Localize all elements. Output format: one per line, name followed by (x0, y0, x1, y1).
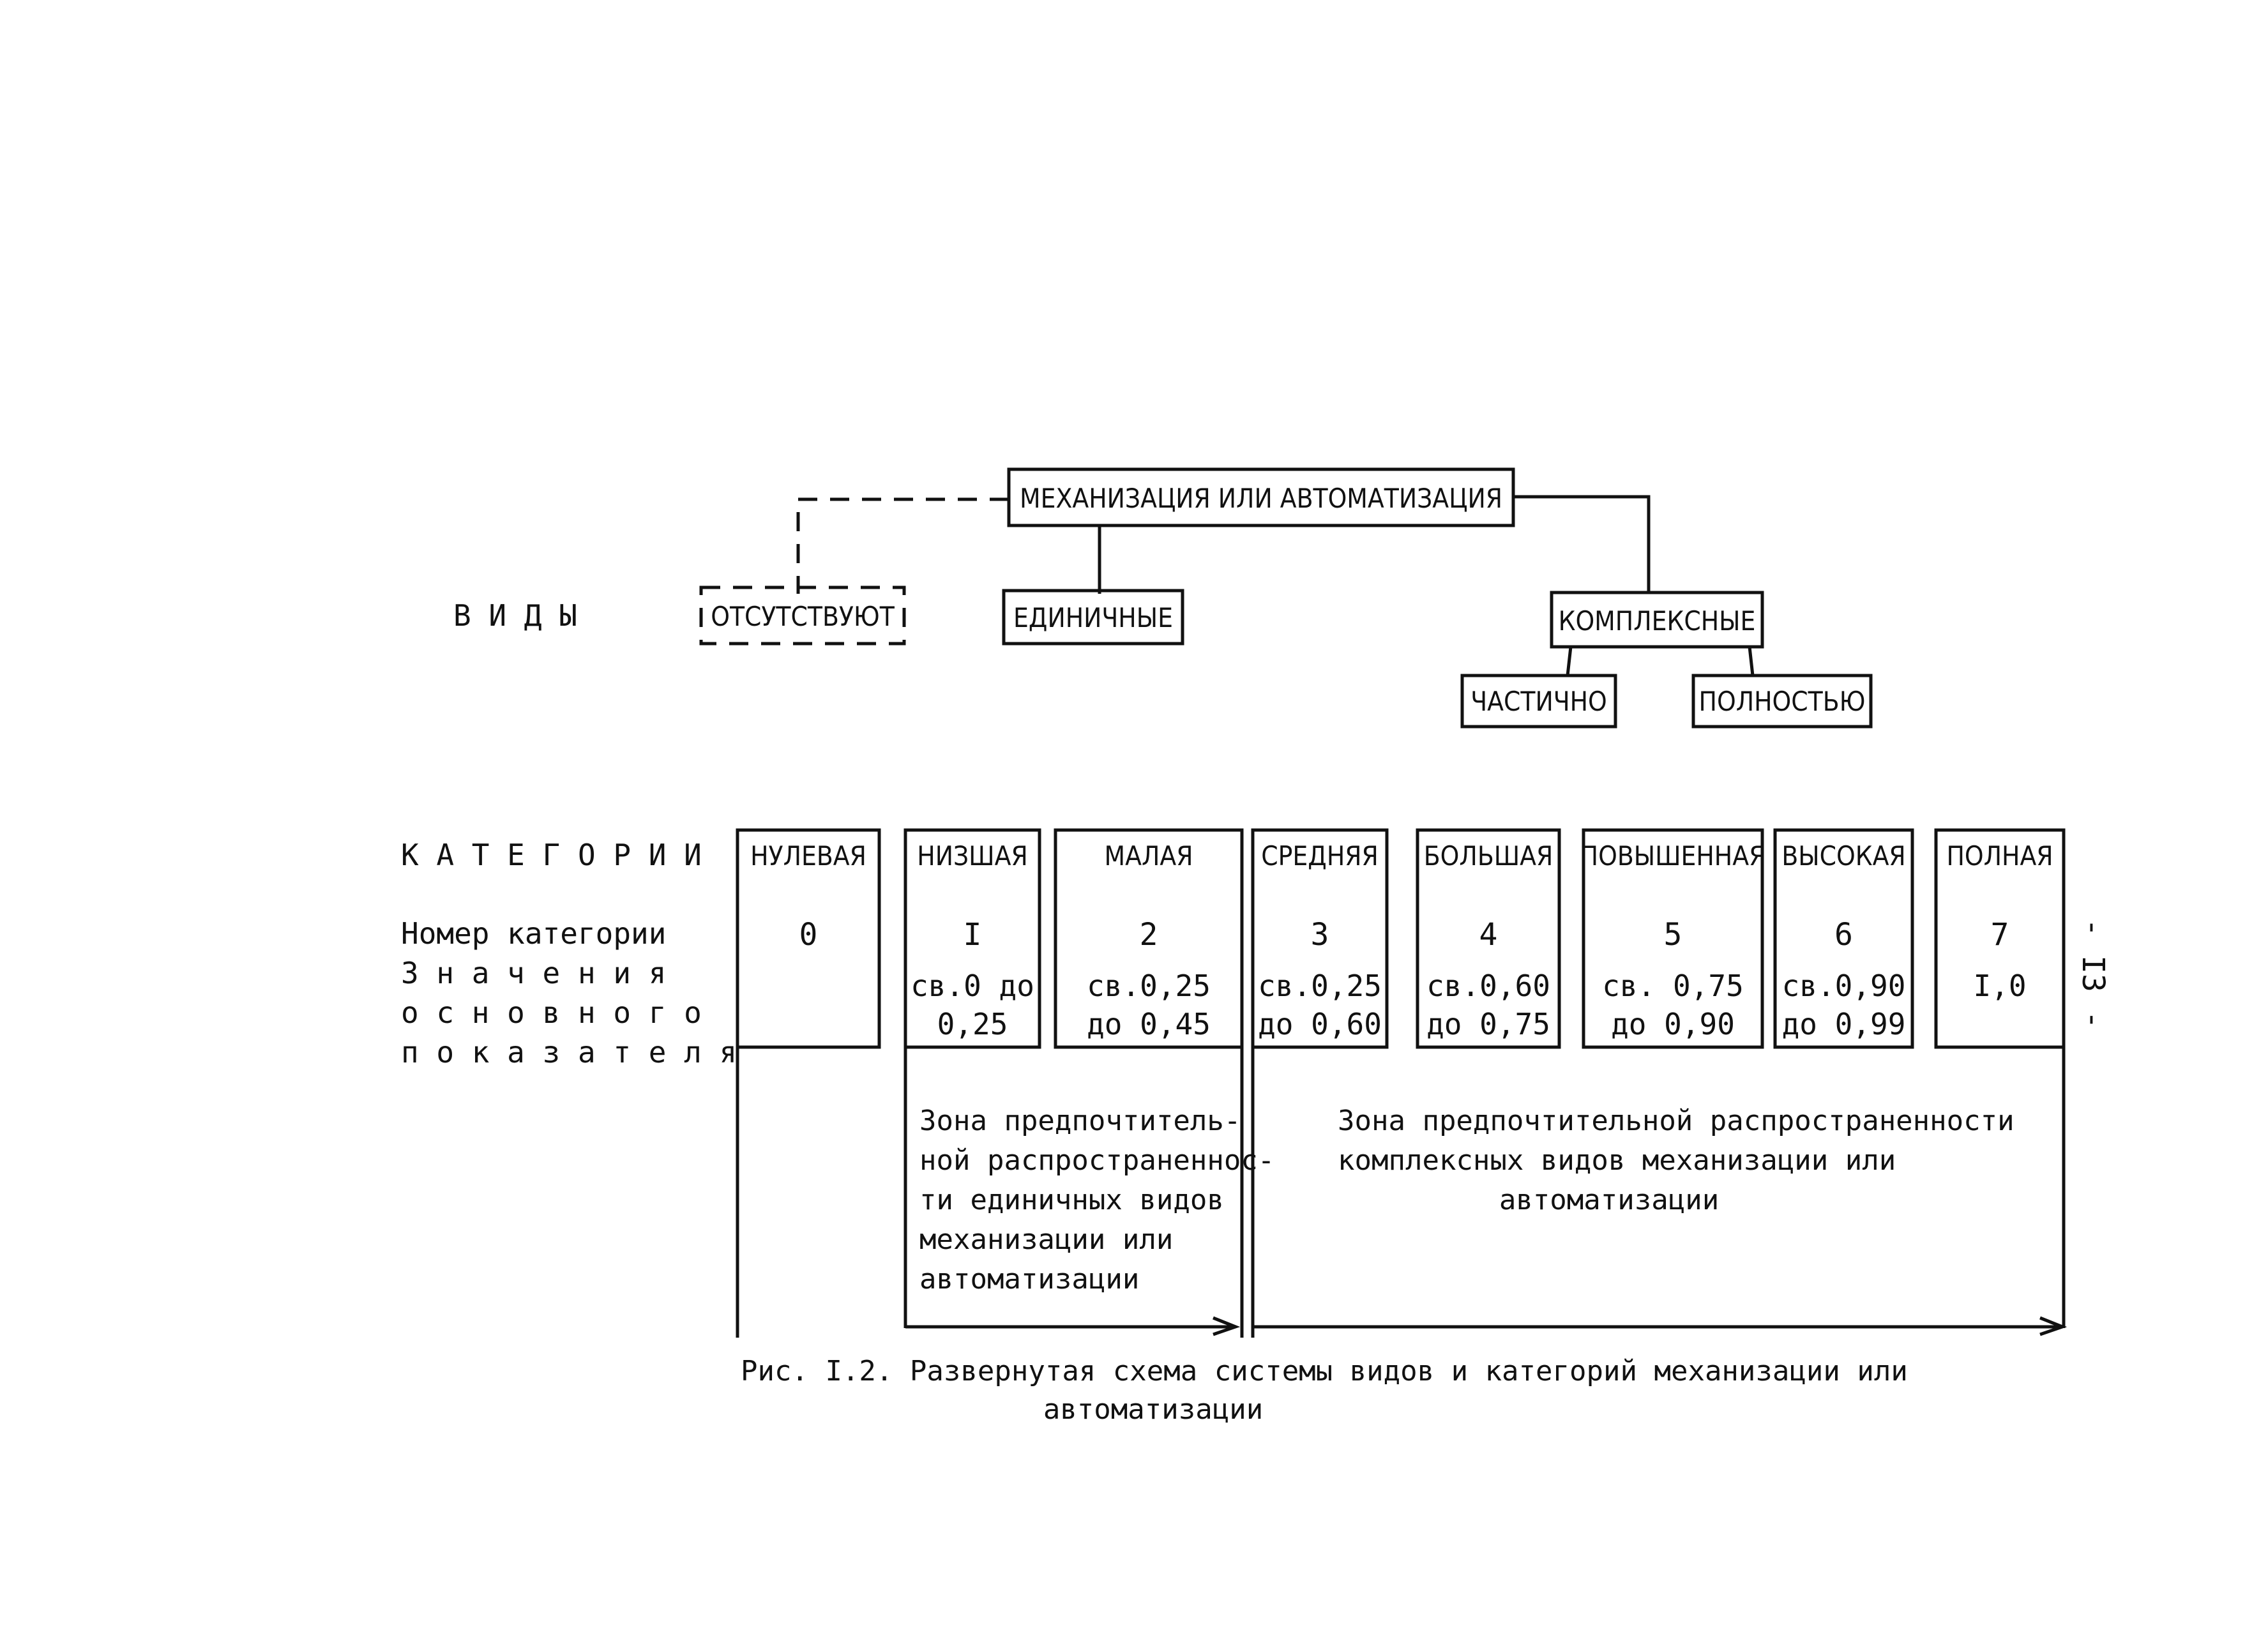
zone-complex-text: Зона предпочтительной распространенности… (1338, 1105, 2015, 1216)
category-number: 2 (1140, 917, 1158, 953)
category-box (903, 828, 1041, 1049)
partial-box (1460, 674, 1617, 729)
single-box (1002, 589, 1184, 646)
complex-label: КОМПЛЕКСНЫЕ (1559, 605, 1756, 637)
zone-complex-arrowhead (2039, 1316, 2068, 1336)
category-name: СРЕДНЯЯ (1261, 840, 1379, 872)
category-value-to: 0,25 (937, 1007, 1008, 1041)
zone-single-text: Зона предпочтитель- ной распространеннос… (919, 1105, 1274, 1296)
full-label: ПОЛНОСТЬЮ (1699, 686, 1866, 717)
complex-box (1550, 591, 1764, 649)
zone-single-line: Зона предпочтитель- (919, 1105, 1241, 1137)
category-number: I (964, 917, 982, 953)
category-name: НУЛЕВАЯ (750, 840, 866, 872)
category-value-from: св.0 до (911, 969, 1034, 1003)
category-name: ПОЛНАЯ (1946, 840, 2053, 872)
category-column: НИЗШАЯ Iсв.0 до 0,25 (903, 828, 1041, 1049)
category-value-from: св.0,60 (1426, 969, 1550, 1003)
category-value-from: I,0 (1973, 969, 2026, 1003)
zone-complex-line: автоматизации (1499, 1184, 1719, 1216)
category-box (1251, 828, 1389, 1049)
category-column: МАЛАЯ 2 св.0,25 до 0,45 (1054, 828, 1244, 1049)
connector-complex (1513, 495, 1651, 594)
category-box (1582, 828, 1764, 1049)
category-name: ПОВЫШЕННАЯ (1580, 840, 1766, 872)
category-value-to: до 0,60 (1258, 1007, 1382, 1041)
category-column: ПОВЫШЕННАЯ 5 св. 0,75 до 0,90 (1580, 828, 1766, 1049)
category-value-to: до 0,90 (1611, 1007, 1735, 1041)
values-label-3: п о к а з а т е л я (401, 1035, 737, 1069)
category-box (1054, 828, 1244, 1049)
category-columns: НУЛЕВАЯ 0 НИЗШАЯ Iсв.0 до 0,25 МАЛАЯ 2 св.0,25 д… (736, 828, 2066, 1049)
category-name: ВЫСОКАЯ (1781, 840, 1905, 872)
single-label: ЕДИНИЧНЫЕ (1013, 602, 1173, 633)
connector-absent (796, 497, 1009, 594)
category-name: МАЛАЯ (1105, 840, 1193, 872)
figure-caption-line2: автоматизации (1043, 1393, 1263, 1426)
zone-single-arrowhead (1213, 1316, 1241, 1336)
category-value-from: св. 0,75 (1602, 969, 1744, 1003)
category-column: ВЫСОКАЯ 6 св.0,90 до 0,99 (1773, 828, 1914, 1049)
categories-label: К А Т Е Г О Р И И (401, 838, 702, 872)
kinds-label: В И Д Ы (453, 598, 577, 633)
category-box (1934, 828, 2066, 1049)
category-box (1773, 828, 1914, 1049)
figure-caption-line1: Рис. I.2. Развернутая схема системы видо… (741, 1355, 1908, 1387)
page-number: - I3 - (2075, 918, 2111, 1029)
category-number: 7 (1991, 917, 2009, 953)
category-number: 6 (1834, 917, 1853, 953)
category-number: 5 (1664, 917, 1682, 953)
zone-single-line: ной распространеннос- (919, 1144, 1274, 1177)
full-box (1691, 674, 1873, 729)
category-number: 0 (799, 917, 818, 953)
category-value-to: до 0,99 (1782, 1007, 1906, 1041)
partial-label: ЧАСТИЧНО (1470, 686, 1607, 717)
category-number: 3 (1311, 917, 1329, 953)
absent-box (699, 586, 906, 646)
zone-single-line: механизации или (919, 1223, 1173, 1256)
category-column: СРЕДНЯЯ 3 св.0,25 до 0,60 (1251, 828, 1389, 1049)
category-name: БОЛЬШАЯ (1424, 840, 1554, 872)
category-value-from: св.0,25 (1087, 969, 1211, 1003)
zone-complex-line: комплексных видов механизации или (1338, 1144, 1896, 1177)
category-value-to: до 0,45 (1087, 1007, 1211, 1041)
category-box (1416, 828, 1561, 1049)
connector-full (1748, 646, 1755, 676)
zone-single-line: ти единичных видов (919, 1184, 1224, 1216)
category-value-to: до 0,75 (1426, 1007, 1550, 1041)
category-box (736, 828, 881, 1049)
absent-label: ОТСУТСТВУЮТ (711, 601, 895, 632)
zone-single-line: автоматизации (919, 1263, 1139, 1296)
category-number: 4 (1479, 917, 1498, 953)
values-label-2: о с н о в н о г о (401, 995, 702, 1030)
root-label: МЕХАНИЗАЦИЯ ИЛИ АВТОМАТИЗАЦИЯ (1020, 483, 1502, 514)
zone-complex-line: Зона предпочтительной распространенности (1338, 1105, 2015, 1137)
number-label: Номер категории (401, 916, 666, 951)
category-value-from: св.0,25 (1258, 969, 1382, 1003)
category-name: НИЗШАЯ (917, 840, 1027, 872)
category-column: НУЛЕВАЯ 0 (736, 828, 881, 1049)
category-value-from: св.0,90 (1782, 969, 1906, 1003)
values-label-1: З н а ч е н и я (401, 956, 666, 990)
category-column: БОЛЬШАЯ 4 св.0,60 до 0,75 (1416, 828, 1561, 1049)
connector-partial (1566, 646, 1573, 676)
category-column: ПОЛНАЯ 7I,0 (1934, 828, 2066, 1049)
